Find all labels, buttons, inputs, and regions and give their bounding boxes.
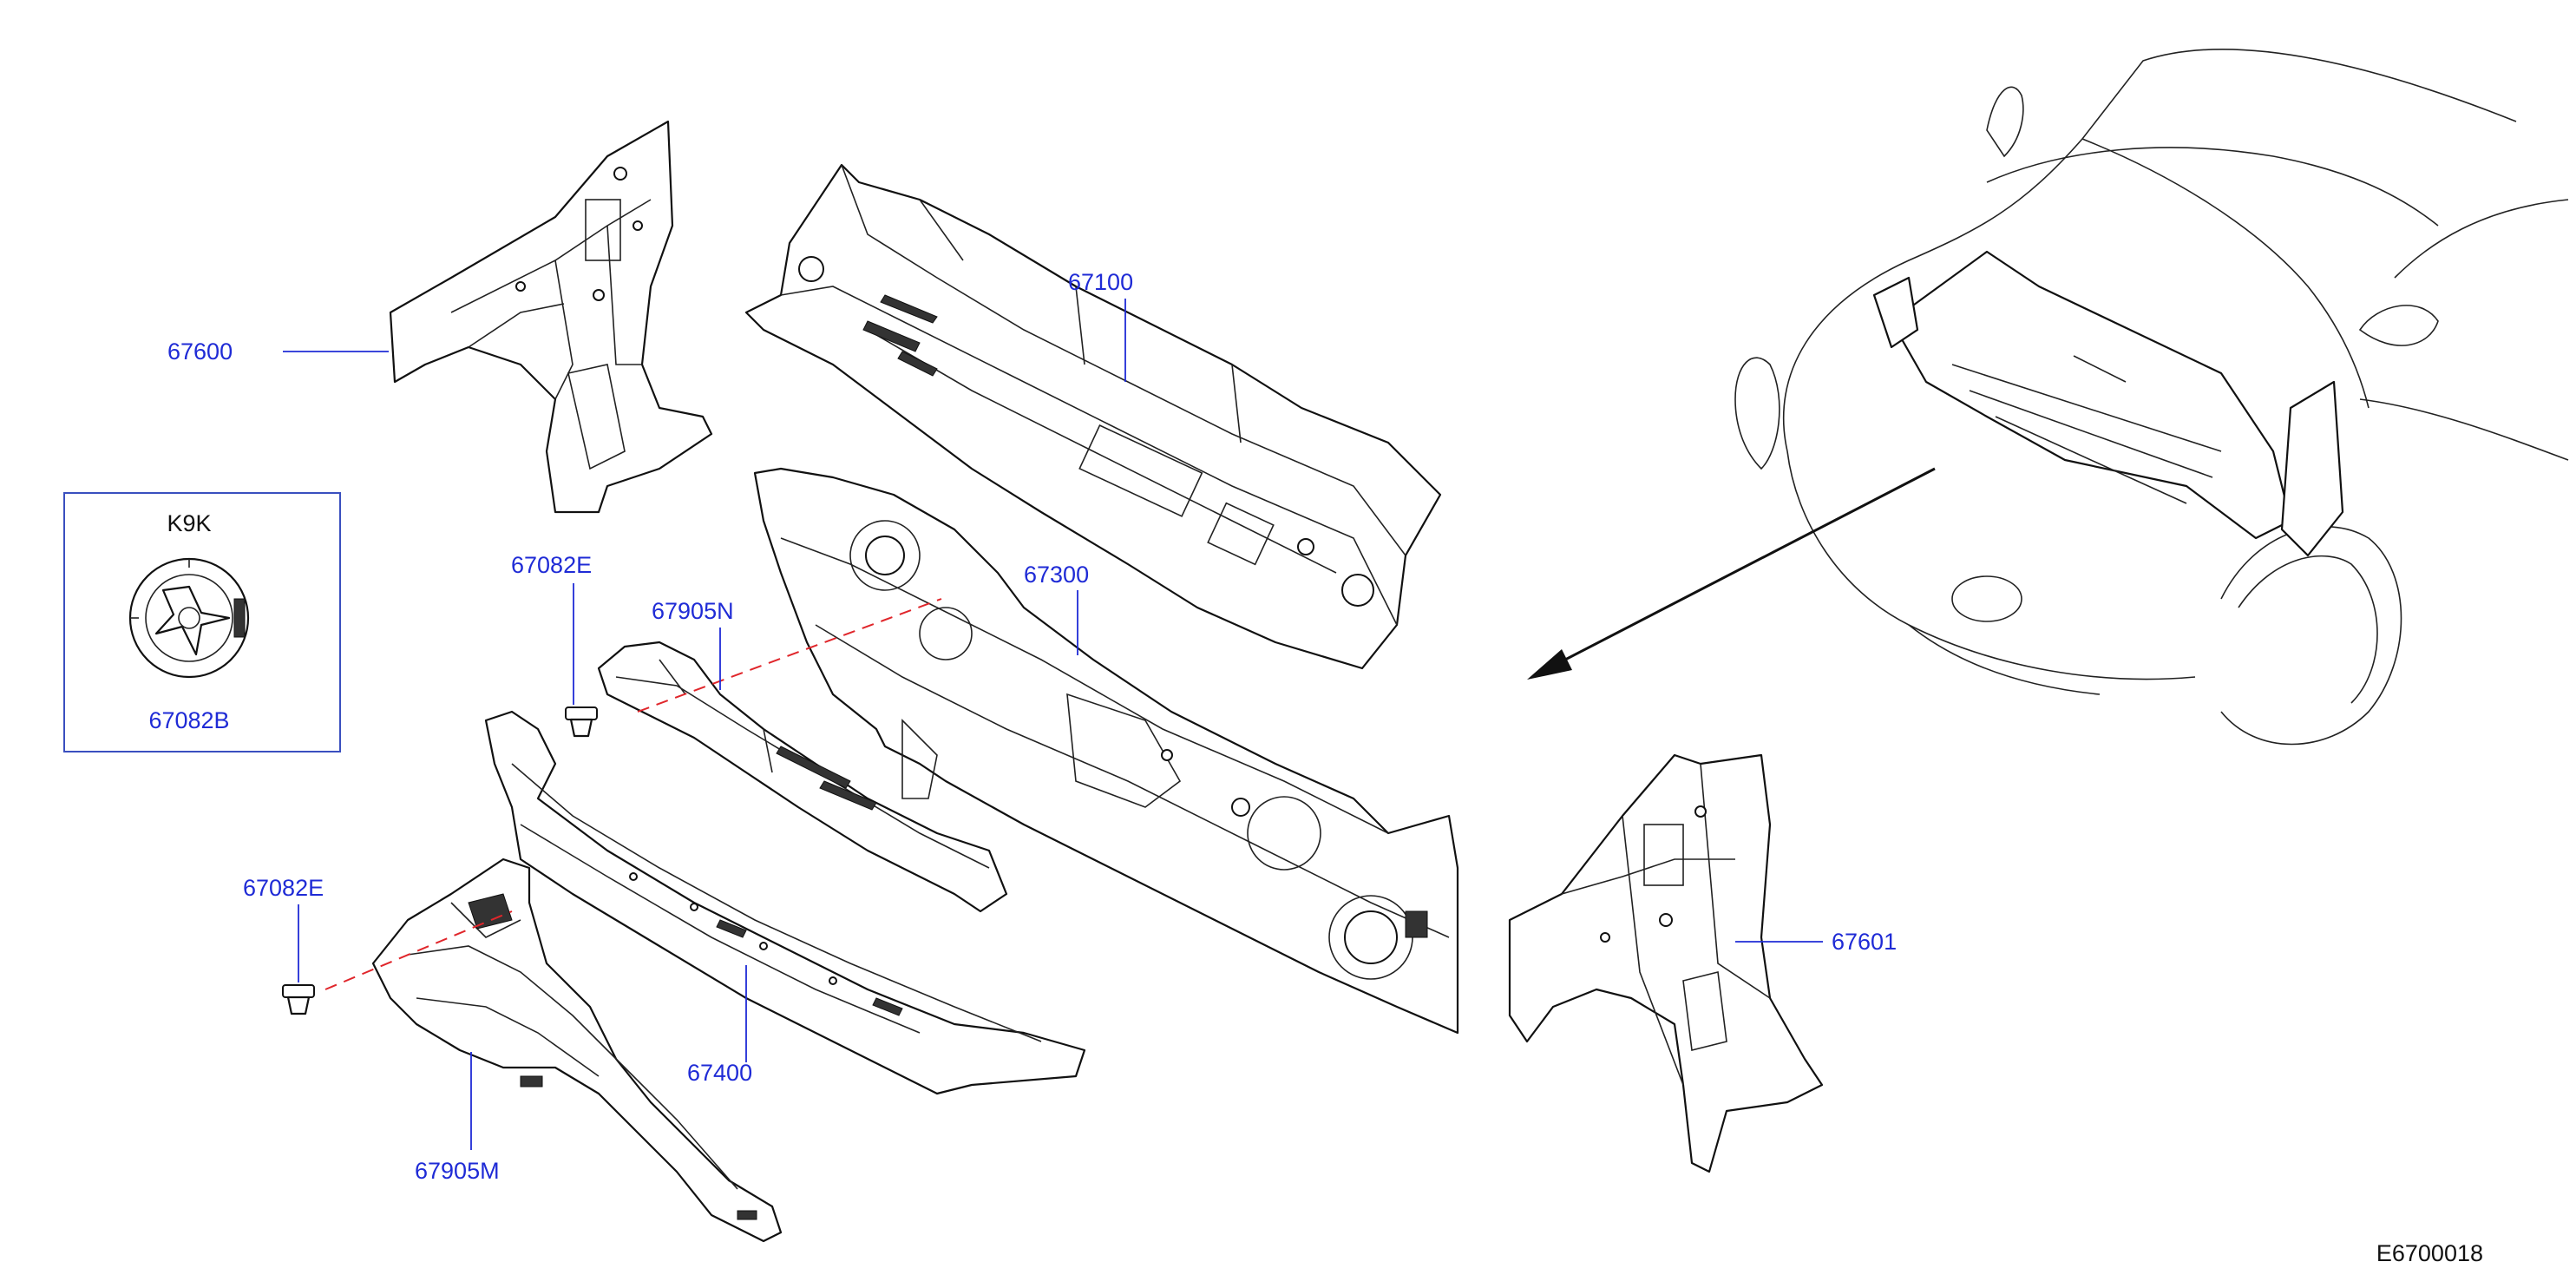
- clip-67082b-drawing: [128, 557, 250, 679]
- part-67600-drawing: [389, 120, 713, 514]
- clip-67082e-upper: [565, 706, 598, 738]
- callout-67601: 67601: [1832, 929, 1897, 955]
- part-67400-drawing: [484, 710, 1086, 1095]
- part-67100-drawing: [744, 163, 1442, 670]
- callout-67082e-upper: 67082E: [511, 552, 592, 578]
- callout-67300: 67300: [1024, 562, 1089, 588]
- callout-67082e-lower: 67082E: [243, 875, 324, 901]
- part-67601-drawing: [1508, 753, 1824, 1173]
- callout-leaders: [283, 299, 1823, 1150]
- clip-67082e-lower: [282, 984, 315, 1015]
- view-direction-arrow: [1527, 467, 1936, 680]
- callout-67905n: 67905N: [652, 598, 734, 624]
- part-67905m-drawing: [371, 858, 783, 1243]
- callout-67400: 67400: [687, 1060, 752, 1086]
- callout-labels: 67600 67100 67082E 67905N 67300 67082E 6…: [167, 269, 1897, 1184]
- part-67905n-drawing: [597, 641, 1008, 913]
- callout-67600: 67600: [167, 338, 233, 365]
- callout-67100: 67100: [1068, 269, 1133, 295]
- callout-67905m: 67905M: [415, 1158, 500, 1184]
- variant-box-title: K9K: [167, 510, 211, 536]
- variant-box-k9k: K9K 67082B: [63, 492, 341, 752]
- hidden-alignment-lines: [324, 598, 942, 990]
- variant-box-part: 67082B: [148, 707, 229, 733]
- figure-code: E6700018: [2376, 1240, 2483, 1266]
- part-67300-drawing: [753, 467, 1459, 1035]
- vehicle-overview: [1734, 49, 2569, 746]
